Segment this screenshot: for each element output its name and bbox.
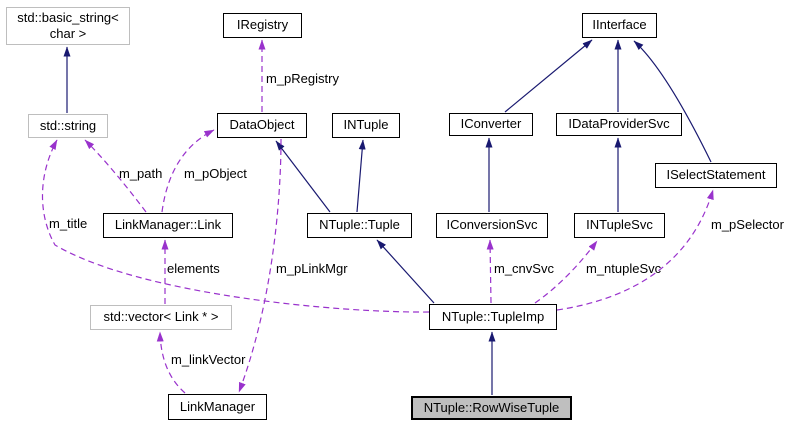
class-node-std-string: std::string [28, 114, 108, 138]
class-node-linkmanager-link[interactable]: LinkManager::Link [103, 213, 233, 238]
class-node-intuple[interactable]: INTuple [332, 113, 400, 138]
edge-label-m_path: m_path [119, 166, 163, 181]
edge-iconverter-to-iinterface [504, 39, 593, 113]
edge-label-m_pLinkMgr: m_pLinkMgr [276, 261, 348, 276]
edge-m_pLinkMgr [238, 138, 282, 393]
edge-tupleimp-to-tuple [376, 239, 435, 304]
class-node-iconversionsvc[interactable]: IConversionSvc [436, 213, 548, 238]
class-node-intuplesvc[interactable]: INTupleSvc [574, 213, 665, 238]
edge-label-m_pObject: m_pObject [184, 166, 247, 181]
edge-m_ntupleSvc [534, 240, 598, 304]
edge-label-m_ntupleSvc: m_ntupleSvc [586, 261, 662, 276]
class-node-linkmanager[interactable]: LinkManager [168, 394, 267, 420]
edge-m_path [84, 139, 147, 213]
class-node-iinterface[interactable]: IInterface [582, 13, 657, 38]
edge-m_pSelector [556, 189, 714, 311]
edge-iselectstatement-to-iinterface [633, 40, 712, 163]
edge-tuple-to-intuple [356, 139, 366, 213]
edge-tuple-to-dataobject [275, 140, 331, 213]
edge-m_title [41, 139, 430, 313]
class-node-ntuple-tupleimp[interactable]: NTuple::TupleImp [429, 304, 557, 330]
class-node-iselectstatement[interactable]: ISelectStatement [655, 163, 777, 188]
edge-m_pObject [161, 129, 215, 213]
edge-label-m_title: m_title [49, 216, 88, 231]
class-node-iconverter[interactable]: IConverter [449, 113, 533, 136]
class-node-ntuple-tuple[interactable]: NTuple::Tuple [307, 213, 412, 238]
class-node-std-vector-link: std::vector< Link * > [90, 305, 232, 330]
class-node-std-basic-string: std::basic_string< char > [6, 7, 130, 45]
edge-label-elements: elements [167, 261, 220, 276]
edge-label-m_pSelector: m_pSelector [711, 217, 784, 232]
class-node-iregistry[interactable]: IRegistry [223, 13, 302, 38]
class-node-idataprovidersvc[interactable]: IDataProviderSvc [556, 113, 682, 136]
edge-label-m_pRegistry: m_pRegistry [266, 71, 339, 86]
edge-label-m_cnvSvc: m_cnvSvc [494, 261, 554, 276]
class-node-ntuple-rowwisetuple: NTuple::RowWiseTuple [411, 396, 572, 420]
edge-m_cnvSvc [486, 239, 494, 304]
edge-label-m_linkVector: m_linkVector [171, 352, 246, 367]
edge-m_linkVector [156, 331, 186, 394]
class-node-dataobject[interactable]: DataObject [217, 113, 307, 138]
